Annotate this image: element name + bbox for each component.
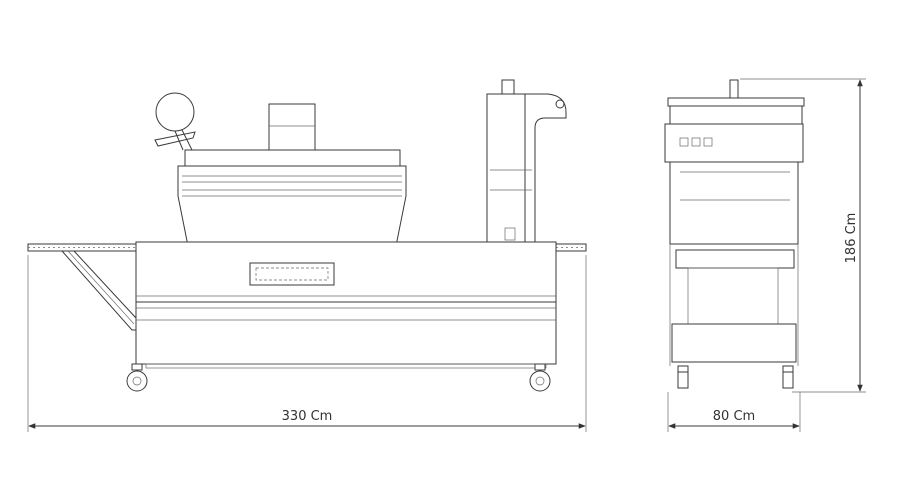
height-dimension: 186 Cm (740, 78, 866, 393)
depth-label: 80 Cm (713, 409, 755, 424)
front-view: 80 Cm 186 Cm (664, 78, 866, 432)
front-housing (664, 123, 804, 366)
side-view: 330 Cm (27, 79, 587, 432)
castor-left (126, 363, 148, 392)
front-castor-left (677, 365, 689, 389)
castor-right (529, 363, 551, 392)
outfeed-conveyor (555, 243, 587, 252)
width-label: 330 Cm (282, 409, 333, 424)
base-cabinet (135, 241, 557, 369)
film-reel (154, 92, 196, 151)
depth-dimension: 80 Cm (667, 392, 801, 432)
shrink-tunnel (177, 103, 407, 247)
front-roll-bar (667, 79, 805, 125)
height-label: 186 Cm (844, 213, 859, 264)
control-column (486, 79, 567, 245)
front-castor-right (782, 365, 794, 389)
width-dimension: 330 Cm (27, 255, 587, 432)
infeed-conveyor (27, 243, 137, 331)
